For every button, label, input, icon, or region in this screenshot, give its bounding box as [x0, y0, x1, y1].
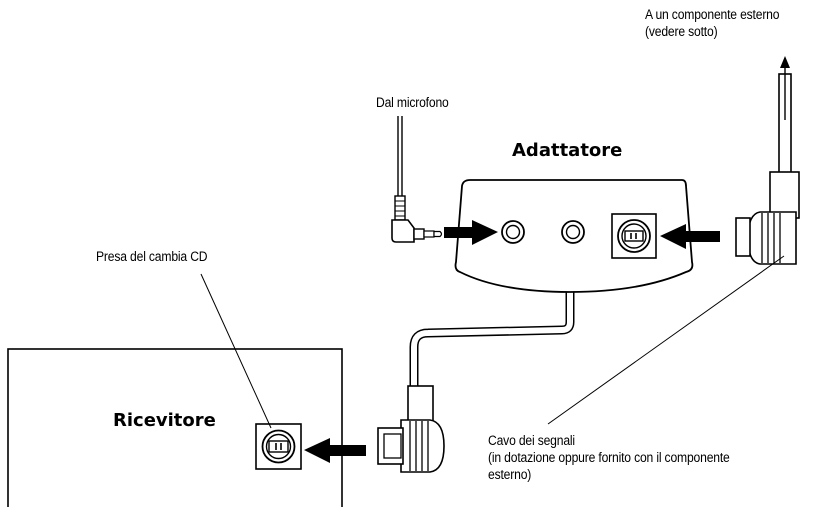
cd-changer-jack	[255, 423, 302, 470]
microphone-label: Dal microfono	[376, 95, 449, 110]
microphone-plug	[391, 116, 443, 243]
external-component-label: A un componente esterno (vedere sotto)	[645, 6, 780, 40]
receiver-insert-arrow	[304, 438, 366, 463]
external-direction-arrow	[780, 56, 790, 68]
signal-cable-label: Cavo dei segnali (in dotazione oppure fo…	[488, 432, 730, 483]
mic-insert-arrow	[444, 220, 498, 245]
cd-jack-leader-line	[200, 273, 272, 429]
external-label-line1: A un componente esterno	[645, 7, 780, 22]
cable-label-line3: esterno)	[488, 467, 532, 482]
cable-label-line1: Cavo dei segnali	[488, 433, 575, 448]
cd-jack-label: Presa del cambia CD	[96, 249, 208, 264]
cable-leader-line	[547, 255, 785, 425]
external-label-line2: (vedere sotto)	[645, 24, 718, 39]
adapter-insert-arrow	[660, 224, 720, 249]
receiver-cable-plug	[377, 248, 575, 473]
adapter-signal-jack	[611, 213, 657, 259]
receiver-label: Ricevitore	[113, 410, 216, 431]
adapter-unit	[454, 179, 694, 293]
adapter-label: Adattatore	[512, 140, 623, 161]
external-cable-plug	[735, 56, 800, 265]
cable-label-line2: (in dotazione oppure fornito con il comp…	[488, 450, 730, 465]
